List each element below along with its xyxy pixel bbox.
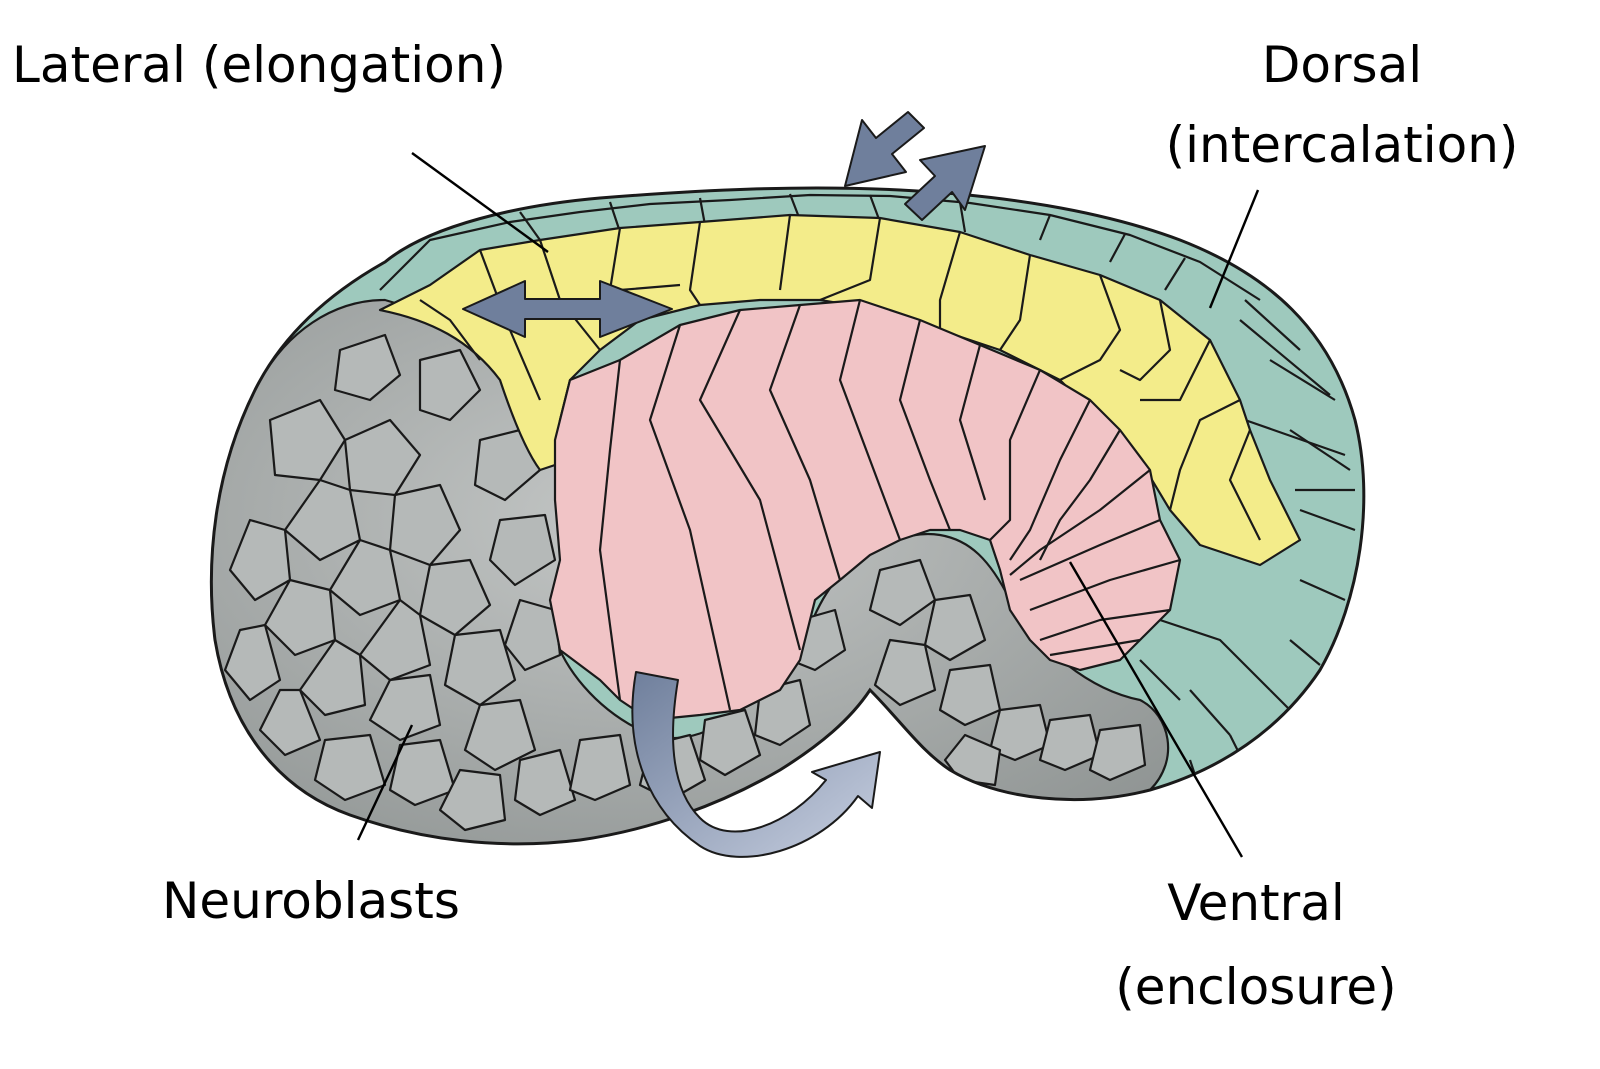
label-dorsal-line1: Dorsal: [1262, 36, 1422, 94]
dorsal-cells: [379, 193, 1356, 791]
leader-lateral: [411, 152, 549, 253]
embryo-body: [209, 186, 1366, 846]
leader-lines: [356, 152, 1260, 858]
leader-neuroblasts: [356, 724, 414, 841]
label-lateral: Lateral (elongation): [12, 36, 506, 94]
ventral-cells: [598, 299, 1181, 711]
label-ventral-line2: (enclosure): [1115, 958, 1396, 1016]
label-ventral-line1: Ventral: [1167, 874, 1344, 932]
double-arrow-horizontal-icon: [462, 280, 673, 338]
leader-dorsal: [1208, 189, 1260, 309]
label-neuroblasts: Neuroblasts: [162, 872, 460, 930]
leader-ventral: [1068, 561, 1244, 858]
label-dorsal-line2: (intercalation): [1166, 116, 1519, 174]
converging-diverging-arrows-icon: [844, 111, 986, 221]
curved-enclosure-arrow-icon: [631, 671, 881, 858]
